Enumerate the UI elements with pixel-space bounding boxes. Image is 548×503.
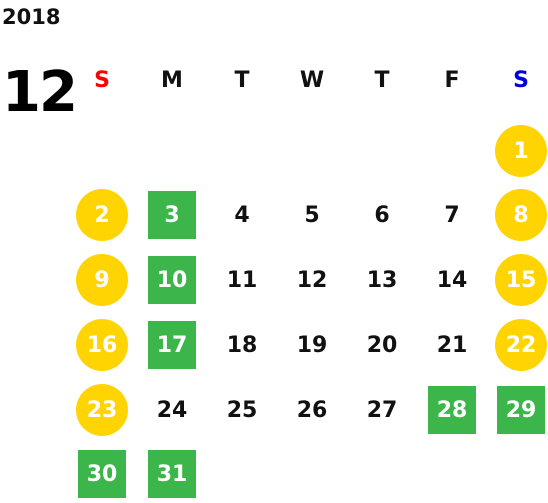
day-cell-5[interactable]: 5 (304, 202, 320, 228)
weekday-header-fri: F (444, 68, 460, 93)
calendar-year: 2018 (2, 5, 61, 29)
day-cell-29[interactable]: 29 (497, 386, 545, 434)
weekday-header-thu: T (374, 68, 390, 93)
day-cell-2[interactable]: 2 (76, 189, 128, 241)
day-cell-8[interactable]: 8 (495, 189, 547, 241)
weekday-header-mon: M (161, 68, 183, 93)
day-cell-20[interactable]: 20 (366, 332, 398, 358)
calendar-month: 12 (2, 60, 78, 125)
day-cell-10[interactable]: 10 (148, 256, 196, 304)
day-cell-21[interactable]: 21 (436, 332, 468, 358)
day-cell-27[interactable]: 27 (366, 397, 398, 423)
day-cell-15[interactable]: 15 (495, 254, 547, 306)
day-cell-24[interactable]: 24 (156, 397, 188, 423)
day-cell-4[interactable]: 4 (234, 202, 250, 228)
weekday-header-wed: W (299, 68, 325, 93)
day-cell-17[interactable]: 17 (148, 321, 196, 369)
day-cell-12[interactable]: 12 (296, 267, 328, 293)
day-cell-28[interactable]: 28 (428, 386, 476, 434)
day-cell-6[interactable]: 6 (374, 202, 390, 228)
day-cell-18[interactable]: 18 (226, 332, 258, 358)
day-cell-16[interactable]: 16 (76, 319, 128, 371)
day-cell-23[interactable]: 23 (76, 384, 128, 436)
day-cell-26[interactable]: 26 (296, 397, 328, 423)
day-cell-13[interactable]: 13 (366, 267, 398, 293)
day-cell-14[interactable]: 14 (436, 267, 468, 293)
day-cell-25[interactable]: 25 (226, 397, 258, 423)
day-cell-22[interactable]: 22 (495, 319, 547, 371)
day-cell-3[interactable]: 3 (148, 191, 196, 239)
day-cell-31[interactable]: 31 (148, 450, 196, 498)
day-cell-11[interactable]: 11 (226, 267, 258, 293)
day-cell-9[interactable]: 9 (76, 254, 128, 306)
weekday-header-sun: S (94, 68, 110, 93)
weekday-header-sat: S (513, 68, 529, 93)
day-cell-19[interactable]: 19 (296, 332, 328, 358)
day-cell-30[interactable]: 30 (78, 450, 126, 498)
day-cell-7[interactable]: 7 (444, 202, 460, 228)
day-cell-1[interactable]: 1 (495, 125, 547, 177)
weekday-header-tue: T (234, 68, 250, 93)
